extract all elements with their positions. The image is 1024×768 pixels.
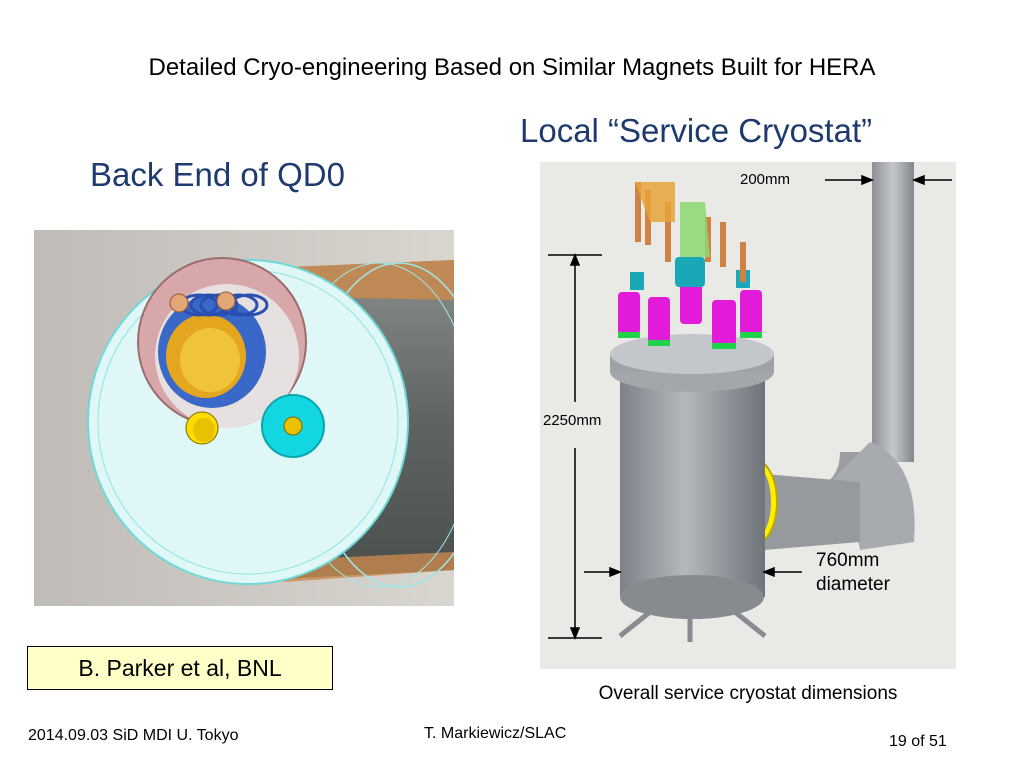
footer-author: T. Markiewicz/SLAC — [424, 725, 567, 742]
right-heading: Local “Service Cryostat” — [520, 112, 873, 149]
dim-200mm-label: 200mm — [740, 171, 791, 188]
qd0-back-end-figure — [34, 230, 454, 606]
slide-title: Detailed Cryo-engineering Based on Simil… — [148, 54, 876, 81]
service-cryostat-drawing — [548, 162, 952, 642]
footer-page-number: 19 of 51 — [889, 733, 947, 750]
figure-caption: Overall service cryostat dimensions — [598, 683, 898, 704]
footer-date-event: 2014.09.03 SiD MDI U. Tokyo — [28, 727, 239, 744]
dim-2250mm-label: 2250mm — [543, 412, 602, 429]
service-cryostat-figure: 200mm 2250mm 760mm diameter — [540, 162, 956, 669]
qd0-cross-section-drawing — [34, 230, 454, 606]
dim-760mm-label: 760mm — [816, 550, 880, 571]
left-heading: Back End of QD0 — [90, 156, 345, 193]
dim-diameter-label: diameter — [816, 574, 890, 595]
credit-box: B. Parker et al, BNL — [27, 646, 333, 690]
